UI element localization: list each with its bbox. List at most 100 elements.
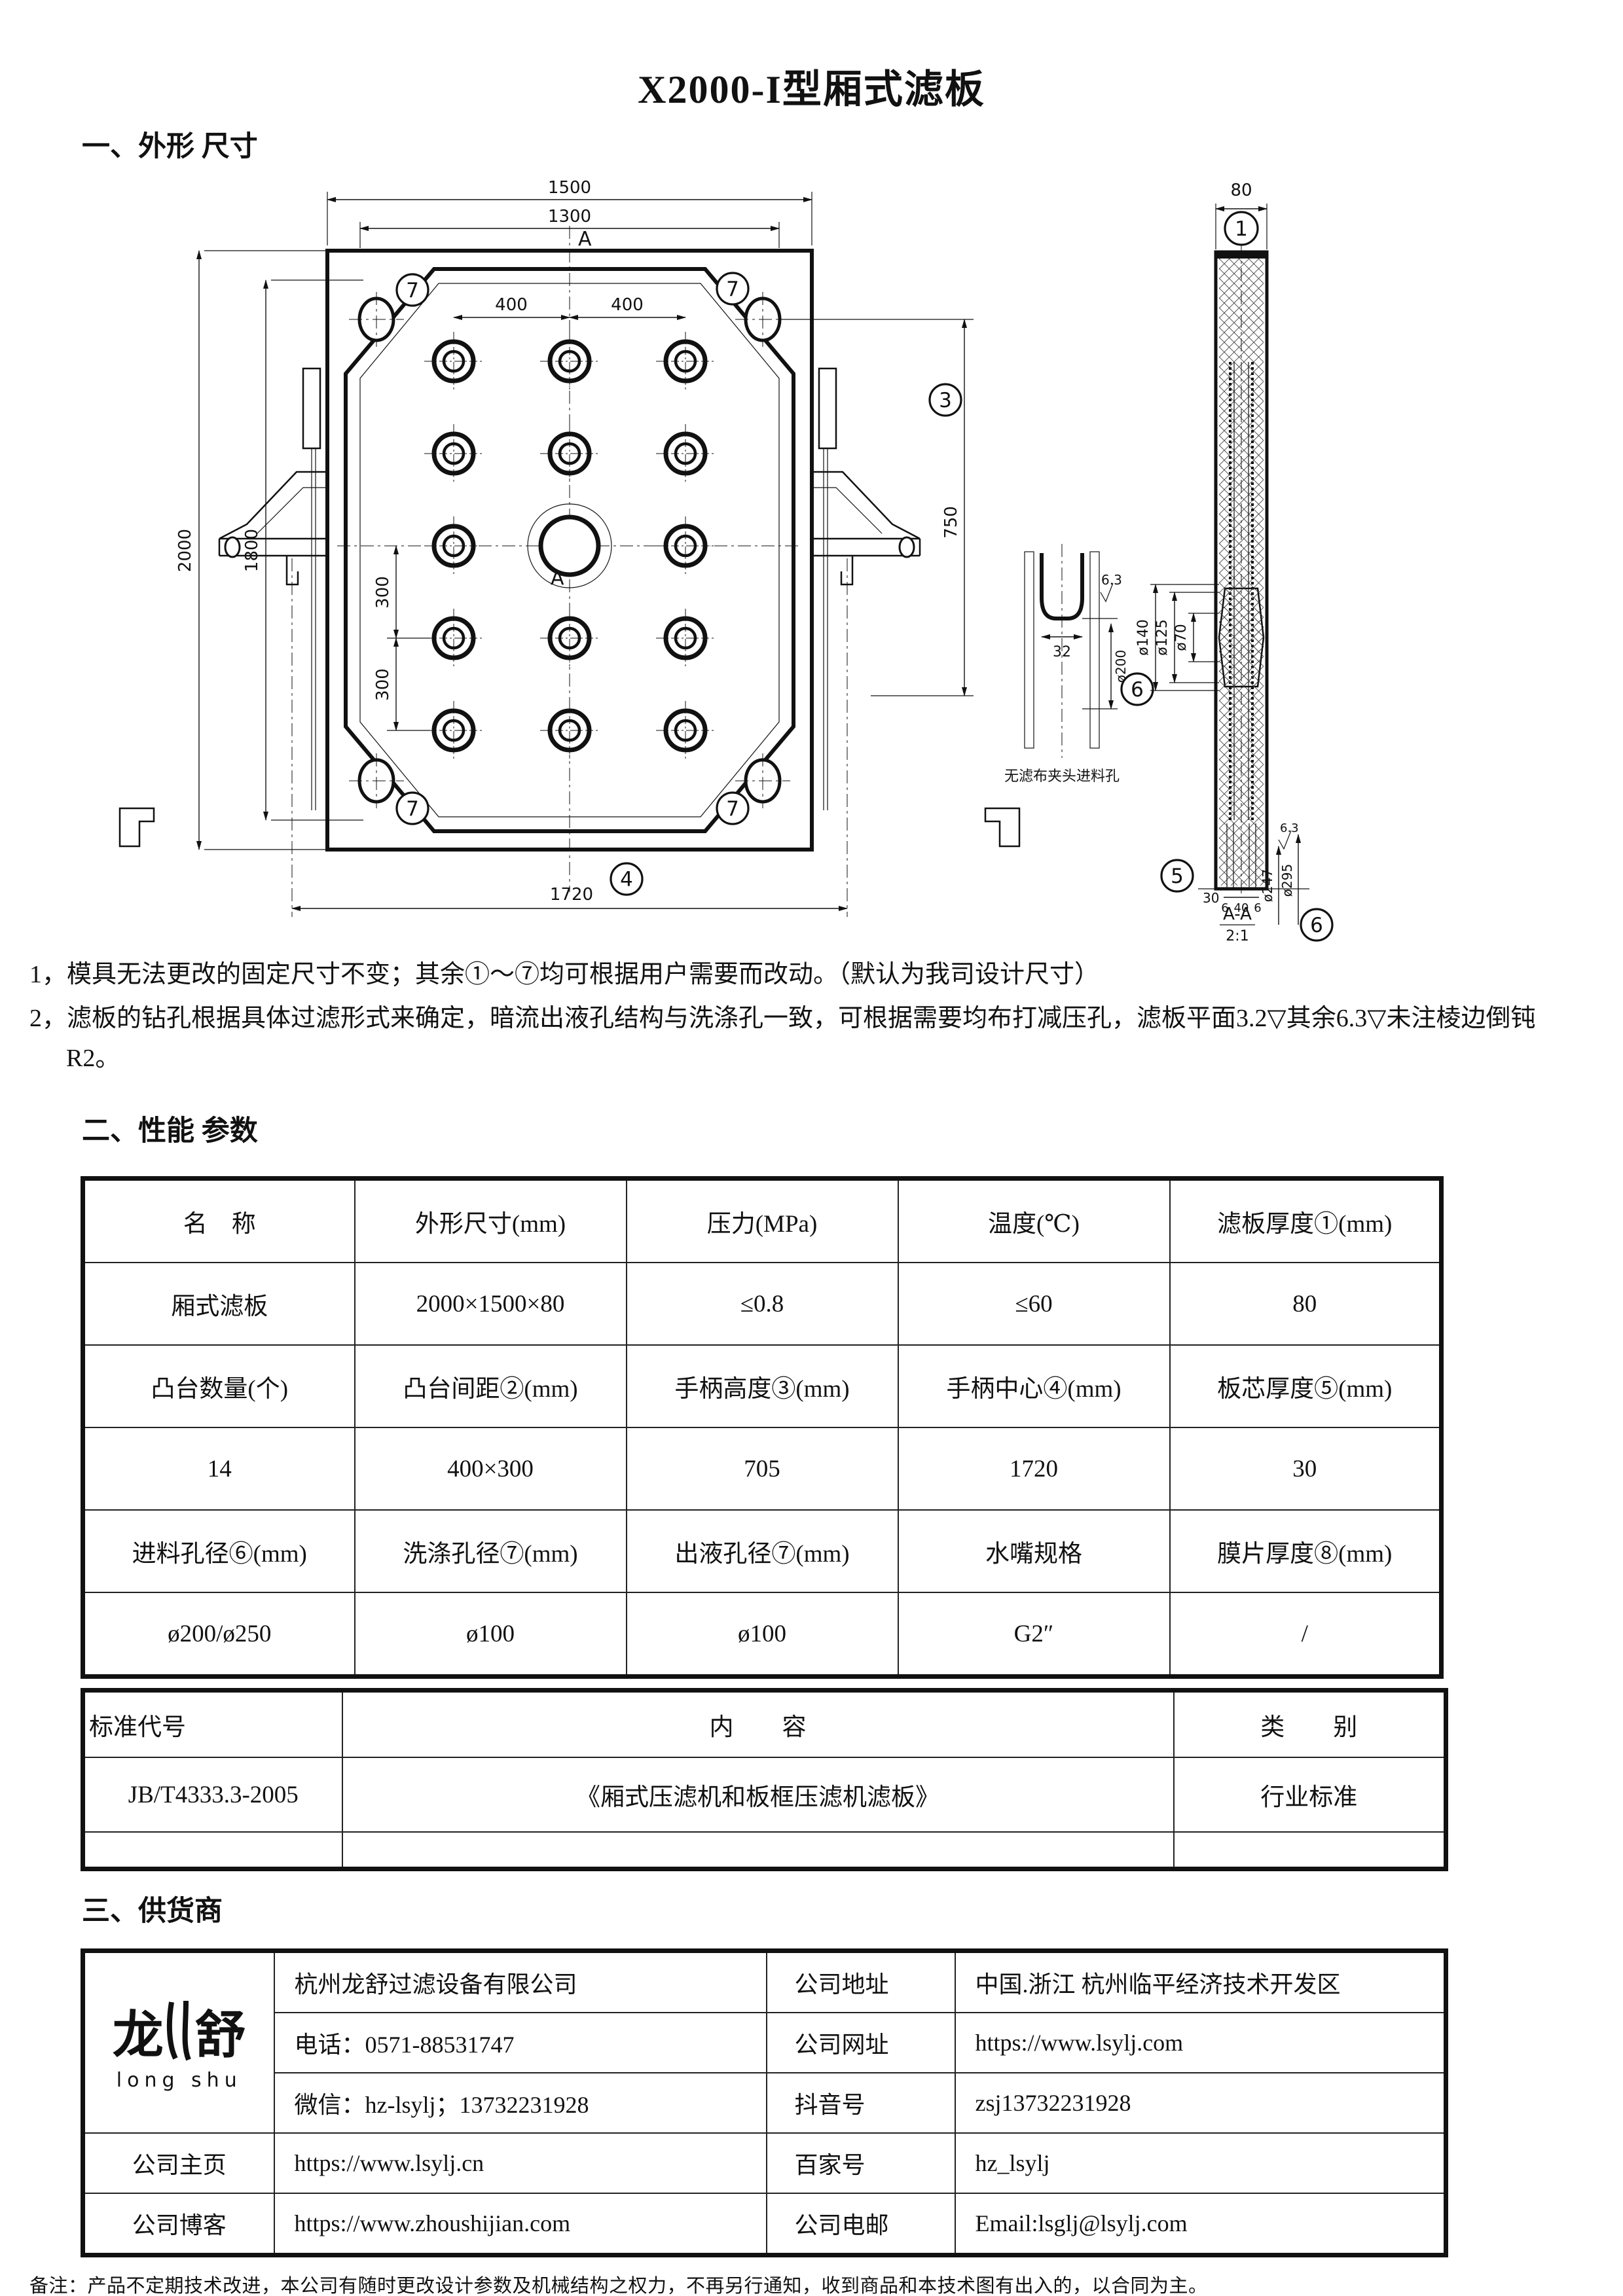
cell: 进料孔径⑥(mm) [82, 1509, 356, 1594]
svg-text:5: 5 [1171, 865, 1184, 888]
logo-char-left: 龙 [112, 2006, 164, 2064]
dim-2000: 2000 [175, 250, 344, 850]
footer-note: 备注：产品不定期技术改进，本公司有随时更改设计参数及机械结构之权力，不再另行通知… [29, 2276, 1208, 2296]
table-row: 进料孔径⑥(mm) 洗涤孔径⑦(mm) 出液孔径⑦(mm) 水嘴规格 膜片厚度⑧… [82, 1509, 1442, 1594]
svg-text:ø247: ø247 [1260, 869, 1275, 902]
front-view: A [119, 178, 1021, 917]
table-row: 龙 舒 long shu 杭州龙舒过滤设备有限公司 公司地址 中国.浙江 杭州临… [82, 1950, 1447, 2134]
cell: 14 [82, 1427, 356, 1511]
feed-channel-cup [1040, 553, 1084, 620]
callout-7-top-right: 7 [716, 272, 750, 306]
svg-text:3: 3 [939, 389, 952, 412]
cell: 板芯厚度⑤(mm) [1169, 1344, 1442, 1429]
callout-6-side: 6 [1300, 908, 1334, 942]
svg-text:750: 750 [941, 506, 961, 539]
cell: G2″ [897, 1592, 1171, 1677]
svg-text:1720: 1720 [550, 885, 593, 905]
cell: 705 [625, 1427, 899, 1511]
table-row: 微信：hz-lsylj；13732231928 抖音号 zsj137322319… [83, 2072, 1447, 2134]
cell: 膜片厚度⑧(mm) [1169, 1509, 1442, 1594]
page-title: X2000-I型厢式滤板 [638, 68, 985, 111]
detail-dim-32: 32 [1053, 644, 1071, 660]
section-label-aa: A-A [1223, 905, 1252, 924]
blog-label: 公司博客 [82, 2193, 275, 2256]
dim-1300: 1300 [359, 207, 780, 248]
filter-surface-hatch [359, 283, 780, 817]
svg-text:1300: 1300 [548, 207, 591, 226]
table-row-empty [82, 1831, 1447, 1870]
svg-text:7: 7 [406, 279, 419, 302]
table-row: 名 称 外形尺寸(mm) 压力(MPa) 温度(℃) 滤板厚度①(mm) [82, 1177, 1442, 1264]
table-row: JB/T4333.3-2005 《厢式压滤机和板框压滤机滤板》 行业标准 [82, 1757, 1447, 1833]
cell: 手柄中心④(mm) [897, 1344, 1171, 1429]
svg-text:300: 300 [373, 576, 393, 609]
callout-6-detail: 6 [1120, 672, 1154, 706]
address-label: 公司地址 [765, 1950, 956, 2014]
email-label: 公司电邮 [765, 2193, 956, 2256]
dim-1720: 1720 [291, 558, 848, 917]
svg-text:400: 400 [495, 295, 528, 315]
cell: 出液孔径⑦(mm) [625, 1509, 899, 1594]
svg-text:1800: 1800 [242, 529, 262, 572]
cell: 滤板厚度①(mm) [1169, 1177, 1442, 1264]
table-row: ø200/ø250 ø100 ø100 G2″ / [82, 1592, 1442, 1677]
cell: / [1169, 1592, 1442, 1677]
cell: 压力(MPa) [625, 1177, 899, 1264]
callout-4: 4 [610, 862, 644, 896]
section-2-heading: 二、性能 参数 [82, 1116, 258, 1147]
cell: 30 [1169, 1427, 1442, 1511]
svg-text:6: 6 [1254, 901, 1261, 915]
logo-brush-strokes [166, 2000, 191, 2061]
feed-hole-label-a: A [551, 567, 564, 590]
cell: 外形尺寸(mm) [354, 1177, 627, 1264]
svg-text:300: 300 [373, 668, 393, 701]
side-view: 80 1 ø140 ø125 ø70 [1135, 181, 1334, 944]
phone-value: 电话：0571-88531747 [273, 2012, 767, 2074]
cell: ≤60 [897, 1262, 1171, 1346]
company-logo: 龙 舒 long shu [82, 1950, 275, 2134]
cell: ≤0.8 [625, 1262, 899, 1346]
dim-30: 30 [1203, 890, 1219, 906]
svg-text:40: 40 [1234, 901, 1249, 915]
dim-80: 80 [1230, 181, 1252, 200]
table-row: 公司主页 https://www.lsylj.cn 百家号 hz_lsylj [82, 2132, 1447, 2195]
technical-drawing: A [119, 178, 1334, 944]
douyin-label: 抖音号 [765, 2072, 956, 2134]
corner-wash-holes [349, 292, 790, 808]
callout-1: 1 [1224, 211, 1259, 246]
standards-code: JB/T4333.3-2005 [82, 1757, 343, 1833]
website-label: 公司网址 [765, 2012, 956, 2074]
address-value: 中国.浙江 杭州临平经济技术开发区 [954, 1950, 1447, 2014]
company-name: 杭州龙舒过滤设备有限公司 [273, 1950, 767, 2014]
cell: ø100 [625, 1592, 899, 1677]
standards-code-header: 标准代号 [82, 1689, 343, 1759]
cell: 厢式滤板 [82, 1262, 356, 1346]
bottom-nozzle: 6 40 6 [1198, 823, 1309, 915]
homepage-label: 公司主页 [82, 2132, 275, 2195]
dim-dia-140-125-70: ø140 ø125 ø70 [1135, 584, 1219, 691]
callout-7-bottom-right: 7 [716, 791, 750, 825]
cell: 洗涤孔径⑦(mm) [354, 1509, 627, 1594]
cell: 2000×1500×80 [354, 1262, 627, 1346]
table-row: 凸台数量(个) 凸台间距②(mm) 手柄高度③(mm) 手柄中心④(mm) 板芯… [82, 1344, 1442, 1429]
cell: 凸台间距②(mm) [354, 1344, 627, 1429]
note-2: 2，滤板的钻孔根据具体过滤形式来确定，暗流出液孔结构与洗涤孔一致，可根据需要均布… [29, 1004, 1536, 1072]
table-row: 公司博客 https://www.zhoushijian.com 公司电邮 Em… [82, 2193, 1447, 2256]
cell: 1720 [897, 1427, 1171, 1511]
cell: 水嘴规格 [897, 1509, 1171, 1594]
side-roughness: 6.3 [1280, 821, 1299, 835]
detail-roughness: 6.3 [1101, 572, 1122, 588]
svg-text:ø140: ø140 [1135, 619, 1152, 655]
email-value: Email:lsglj@lsylj.com [954, 2193, 1447, 2256]
detail-view: 32 6.3 ø200 6 无滤布夹头进料孔 [1004, 544, 1154, 785]
cell: 手柄高度③(mm) [625, 1344, 899, 1429]
svg-text:6: 6 [1310, 914, 1323, 937]
standards-content: 《厢式压滤机和板框压滤机滤板》 [341, 1757, 1175, 1833]
logo-char-right: 舒 [194, 2006, 246, 2064]
cell: 400×300 [354, 1427, 627, 1511]
svg-text:6: 6 [1221, 901, 1228, 915]
section-label-a-top: A [578, 228, 592, 251]
baijia-label: 百家号 [765, 2132, 956, 2195]
dim-300: 300 300 [373, 545, 430, 731]
table-row: 厢式滤板 2000×1500×80 ≤0.8 ≤60 80 [82, 1262, 1442, 1346]
